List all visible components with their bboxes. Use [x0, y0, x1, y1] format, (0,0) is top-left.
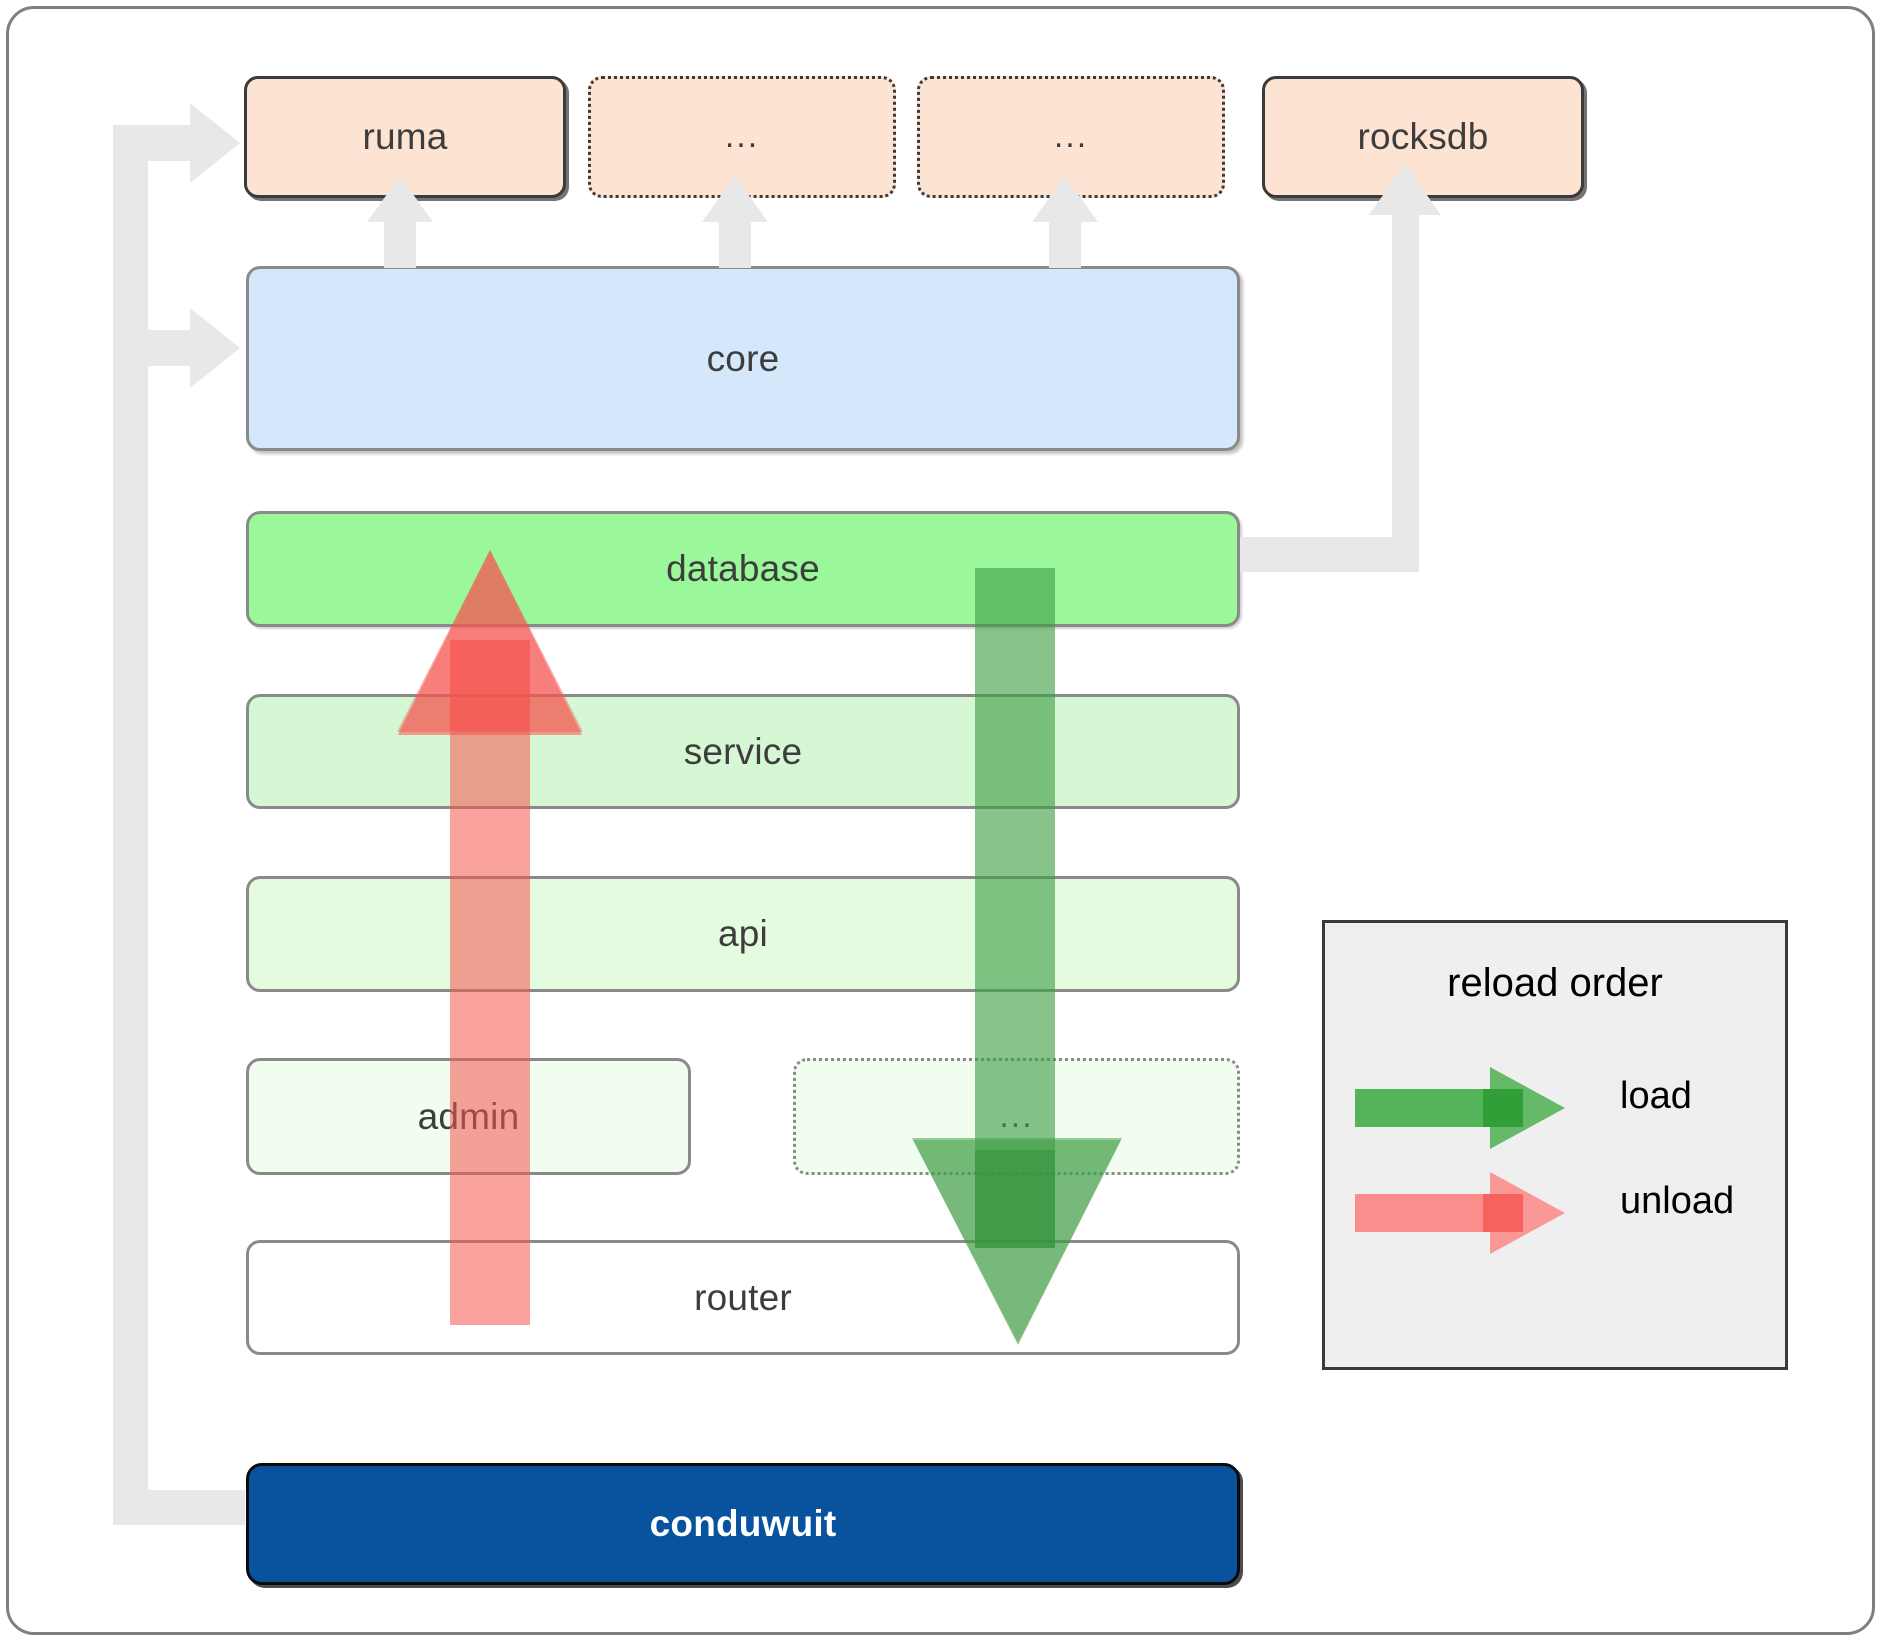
core-label: core — [706, 337, 780, 379]
dependency-label-dots-2: ... — [1053, 117, 1089, 156]
legend-row-load: load — [1325, 1053, 1785, 1163]
unload-legend-icon — [1355, 1172, 1565, 1254]
load-legend-icon — [1355, 1067, 1565, 1149]
layer-label-api: api — [718, 913, 768, 954]
layer-label-router: router — [694, 1276, 792, 1318]
layer-box-api[interactable]: api — [246, 876, 1240, 992]
dependency-label-dots-1: ... — [724, 117, 760, 156]
core-box[interactable]: core — [246, 266, 1240, 451]
legend-label-unload: unload — [1620, 1180, 1735, 1222]
dependency-box-rocksdb[interactable]: rocksdb — [1262, 76, 1584, 198]
layer-label-database: database — [666, 548, 820, 589]
layer-box-dots[interactable]: ... — [793, 1058, 1240, 1175]
legend-row-unload: unload — [1325, 1158, 1785, 1268]
layer-box-admin[interactable]: admin — [246, 1058, 691, 1175]
layer-label-dots: ... — [999, 1096, 1034, 1135]
dependency-label-ruma: ruma — [362, 116, 448, 157]
legend-label-load: load — [1620, 1075, 1692, 1117]
app-box-conduwuit[interactable]: conduwuit — [246, 1463, 1240, 1585]
diagram-frame — [6, 6, 1875, 1635]
legend-panel: reload order load unload — [1322, 920, 1788, 1370]
layer-label-service: service — [683, 730, 803, 772]
app-label-conduwuit: conduwuit — [649, 1503, 837, 1544]
dependency-label-rocksdb: rocksdb — [1357, 116, 1489, 157]
layer-box-router[interactable]: router — [246, 1240, 1240, 1355]
layer-box-service[interactable]: service — [246, 694, 1240, 809]
dependency-box-ruma[interactable]: ruma — [244, 76, 566, 198]
layer-box-database[interactable]: database — [246, 511, 1240, 627]
dependency-box-dots-1[interactable]: ... — [588, 76, 896, 198]
legend-title: reload order — [1447, 961, 1663, 1005]
dependency-box-dots-2[interactable]: ... — [917, 76, 1225, 198]
layer-label-admin: admin — [417, 1095, 520, 1137]
